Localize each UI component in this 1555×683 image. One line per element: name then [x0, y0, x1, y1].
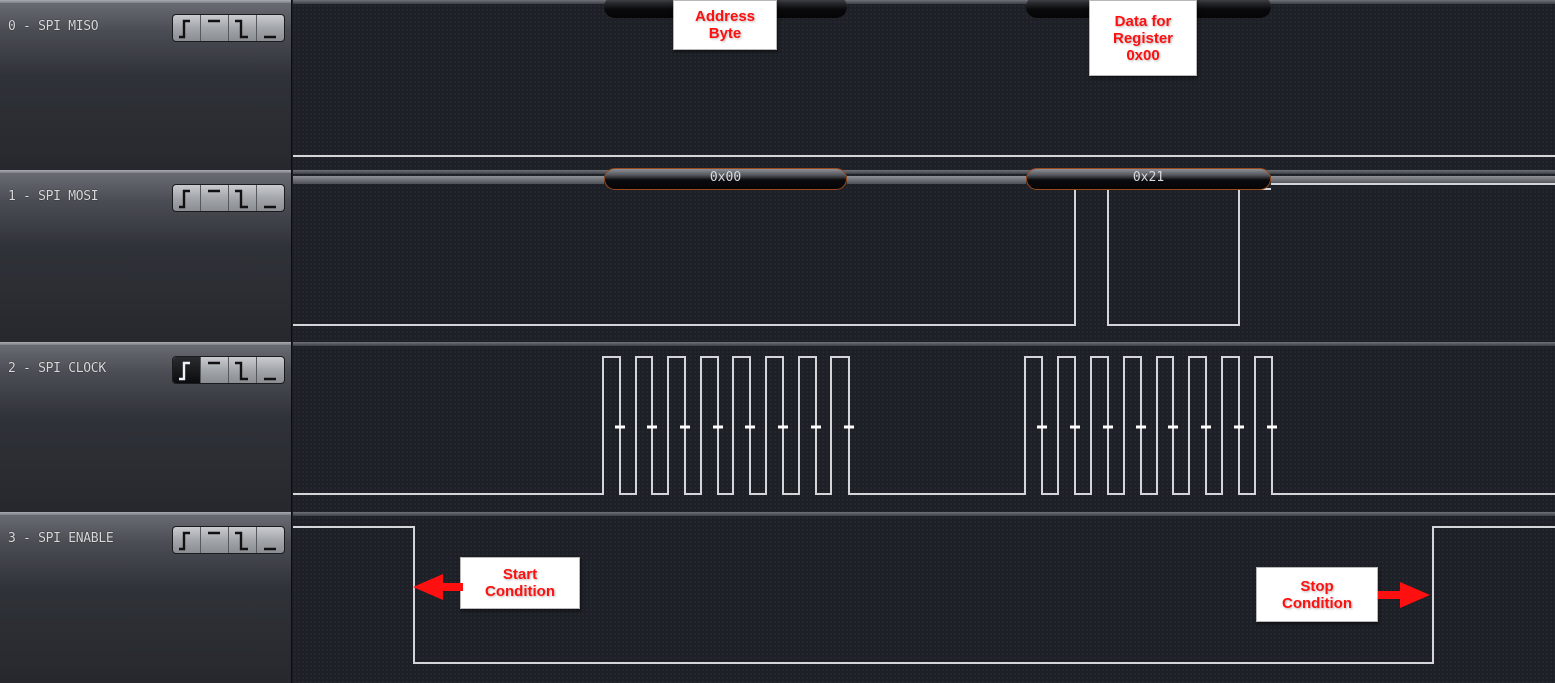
high-level-icon: [208, 19, 220, 23]
low-level-icon: [264, 547, 276, 551]
mosi-waveform: [293, 183, 1555, 326]
sample-marker-icon: [778, 425, 788, 429]
sample-marker-icon: [811, 425, 821, 429]
sample-marker-icon: [680, 425, 690, 429]
annotation-address-byte: Address Byte: [673, 0, 777, 50]
mosi-decode-track: [847, 176, 1026, 184]
waveform-area-mosi[interactable]: 0x00 0x21: [293, 168, 1555, 342]
rising-edge-trigger-button[interactable]: [173, 15, 201, 41]
rising-edge-icon: [179, 189, 190, 209]
channel-header-mosi[interactable]: 1 - SPI MOSI: [0, 170, 292, 342]
sample-marker-icon: [745, 425, 755, 429]
annotation-stop-condition: Stop Condition: [1256, 567, 1378, 622]
mosi-decoded-byte-address[interactable]: 0x00: [604, 168, 847, 190]
trigger-selector: [172, 526, 285, 554]
enable-waveform: [293, 526, 1555, 664]
sample-marker-icon: [615, 425, 625, 429]
annotation-start-condition: Start Condition: [460, 557, 580, 609]
rising-edge-trigger-button[interactable]: [173, 185, 201, 211]
miso-waveform: [293, 155, 1555, 157]
trigger-selector: [172, 184, 285, 212]
high-level-icon: [208, 531, 220, 535]
clock-waveform: [293, 356, 1555, 495]
channel-header-enable[interactable]: 3 - SPI ENABLE: [0, 512, 292, 683]
channel-row-mosi: 1 - SPI MOSI 0x00 0x21: [0, 168, 1555, 342]
low-level-trigger-button[interactable]: [257, 15, 284, 41]
mosi-decode-track: [293, 176, 604, 184]
high-level-trigger-button[interactable]: [201, 185, 229, 211]
decoded-value: 0x00: [709, 170, 742, 185]
sample-point-markers: [615, 425, 1277, 429]
sample-marker-icon: [1103, 425, 1113, 429]
channel-row-miso: 0 - SPI MISO: [0, 0, 1555, 170]
sample-marker-icon: [647, 425, 657, 429]
channel-label: 2 - SPI CLOCK: [8, 361, 106, 376]
rising-edge-trigger-button[interactable]: [173, 527, 201, 553]
high-level-trigger-button[interactable]: [201, 527, 229, 553]
low-level-icon: [264, 35, 276, 39]
rising-edge-trigger-button[interactable]: [173, 357, 201, 383]
high-level-icon: [208, 361, 220, 365]
falling-edge-trigger-button[interactable]: [229, 527, 257, 553]
sample-marker-icon: [1168, 425, 1178, 429]
sample-marker-icon: [713, 425, 723, 429]
sample-marker-icon: [1070, 425, 1080, 429]
low-level-icon: [264, 377, 276, 381]
sample-marker-icon: [1136, 425, 1146, 429]
trigger-selector: [172, 356, 285, 384]
channel-label: 1 - SPI MOSI: [8, 189, 99, 204]
sample-marker-icon: [1037, 425, 1047, 429]
low-level-icon: [264, 205, 276, 209]
falling-edge-trigger-button[interactable]: [229, 357, 257, 383]
channel-row-clock: 2 - SPI CLOCK: [0, 342, 1555, 512]
channel-header-clock[interactable]: 2 - SPI CLOCK: [0, 342, 292, 512]
falling-edge-icon: [235, 19, 248, 39]
falling-edge-trigger-button[interactable]: [229, 185, 257, 211]
channel-label: 3 - SPI ENABLE: [8, 531, 114, 546]
channel-label: 0 - SPI MISO: [8, 19, 99, 34]
high-level-trigger-button[interactable]: [201, 15, 229, 41]
rising-edge-icon: [179, 531, 190, 551]
mosi-decode-track: [1271, 176, 1555, 184]
decoded-value: 0x21: [1132, 170, 1165, 185]
sample-marker-icon: [1201, 425, 1211, 429]
mosi-decoded-byte-data[interactable]: 0x21: [1026, 168, 1271, 190]
sample-marker-icon: [844, 425, 854, 429]
stop-arrow-icon: [1378, 582, 1430, 608]
trigger-selector: [172, 14, 285, 42]
low-level-trigger-button[interactable]: [257, 527, 284, 553]
rising-edge-icon: [179, 361, 190, 381]
falling-edge-icon: [235, 189, 248, 209]
annotation-data-for-register: Data for Register 0x00: [1089, 0, 1197, 76]
waveform-area-clock[interactable]: [293, 342, 1555, 512]
waveform-area-miso[interactable]: [293, 0, 1555, 170]
sample-marker-icon: [1234, 425, 1244, 429]
falling-edge-icon: [235, 361, 248, 381]
high-level-icon: [208, 189, 220, 193]
channel-header-miso[interactable]: 0 - SPI MISO: [0, 0, 292, 170]
sample-marker-icon: [1267, 425, 1277, 429]
low-level-trigger-button[interactable]: [257, 185, 284, 211]
high-level-trigger-button[interactable]: [201, 357, 229, 383]
falling-edge-trigger-button[interactable]: [229, 15, 257, 41]
rising-edge-icon: [179, 19, 190, 39]
start-arrow-icon: [413, 574, 463, 600]
falling-edge-icon: [235, 531, 248, 551]
low-level-trigger-button[interactable]: [257, 357, 284, 383]
